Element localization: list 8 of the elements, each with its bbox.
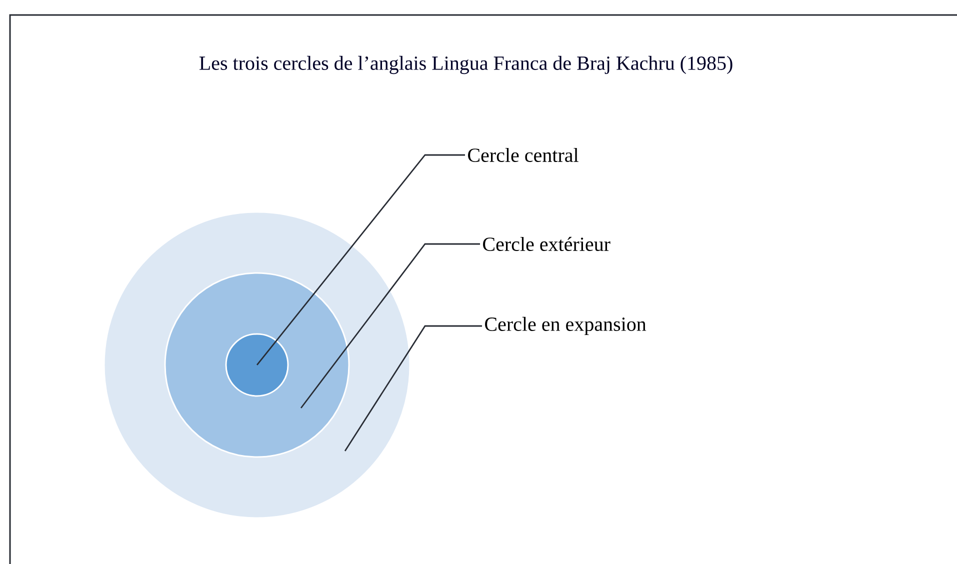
- circle-label: Cercle central: [468, 148, 578, 162]
- circle-label: Cercle extérieur: [483, 236, 610, 252]
- title: Les trois cercles de l’anglais Lingua Franca de Braj Kachru (1985): [199, 56, 732, 74]
- leader-line: [256, 154, 465, 366]
- leader-line: [300, 243, 480, 408]
- leader-line: [344, 325, 482, 452]
- circle-label: Cercle en expansion: [485, 316, 646, 336]
- ring: [225, 333, 289, 397]
